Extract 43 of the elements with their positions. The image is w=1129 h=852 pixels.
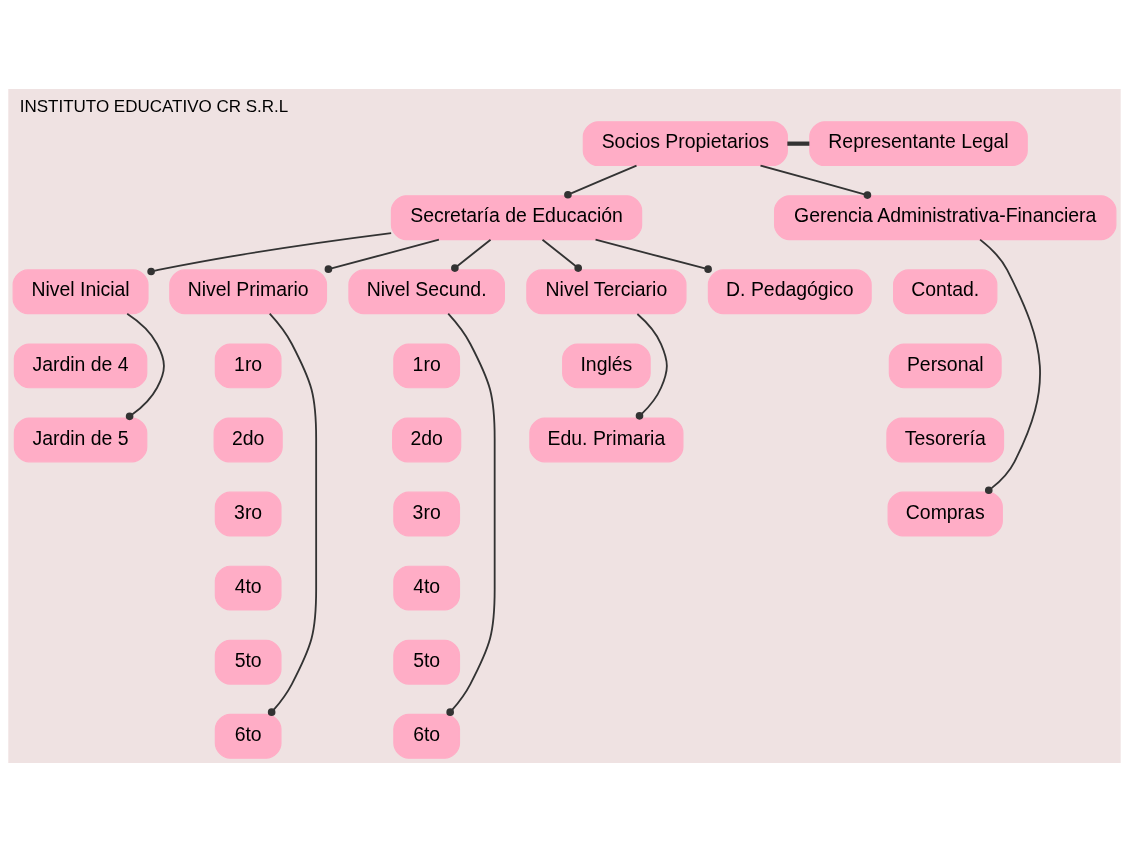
node-box: 6to [214, 713, 282, 759]
node-box: Jardin de 4 [13, 343, 148, 389]
connector [451, 238, 492, 272]
node-box: Secretaría de Educación [390, 195, 643, 241]
node-box: 2do [392, 417, 462, 463]
node-box: Nivel Secund. [348, 269, 505, 315]
node-box: Inglés [562, 343, 651, 389]
node-box: Nivel Terciario [526, 269, 687, 315]
connector [324, 238, 440, 273]
node-box: Contad. [893, 269, 998, 315]
node-box: Gerencia Administrativa-Financiera [774, 195, 1117, 241]
node-box: D. Pedagógico [707, 269, 872, 315]
node-box: Jardin de 5 [13, 417, 148, 463]
connector [564, 164, 638, 199]
node-box: 3ro [393, 491, 461, 537]
node-box: Representante Legal [809, 121, 1028, 167]
node-box: 1ro [214, 343, 282, 389]
connector [635, 313, 668, 420]
node-box: 2do [213, 417, 283, 463]
connector [446, 312, 496, 716]
node-box: Nivel Inicial [12, 269, 149, 315]
connector [541, 238, 582, 272]
node-box: Personal [888, 343, 1002, 389]
node-box: 3ro [214, 491, 282, 537]
connector [979, 238, 1041, 495]
node-box: 4to [393, 565, 461, 611]
node-box: 6to [393, 713, 461, 759]
node-box: Compras [887, 491, 1003, 537]
node-box: Socios Propietarios [582, 121, 788, 167]
diagram-title: INSTITUTO EDUCATIVO CR S.R.L [19, 97, 289, 117]
connector [147, 232, 393, 276]
connector [267, 312, 318, 716]
connector [759, 164, 872, 199]
node-box: Tesorería [886, 417, 1005, 463]
node-box: 5to [214, 639, 282, 685]
node-box: 1ro [393, 343, 461, 389]
connector [787, 141, 810, 146]
node-box: Edu. Primaria [529, 417, 684, 463]
node-box: 4to [214, 565, 282, 611]
connector [125, 312, 165, 421]
connector [594, 238, 712, 273]
node-box: 5to [393, 639, 461, 685]
node-box: Nivel Primario [169, 269, 328, 315]
